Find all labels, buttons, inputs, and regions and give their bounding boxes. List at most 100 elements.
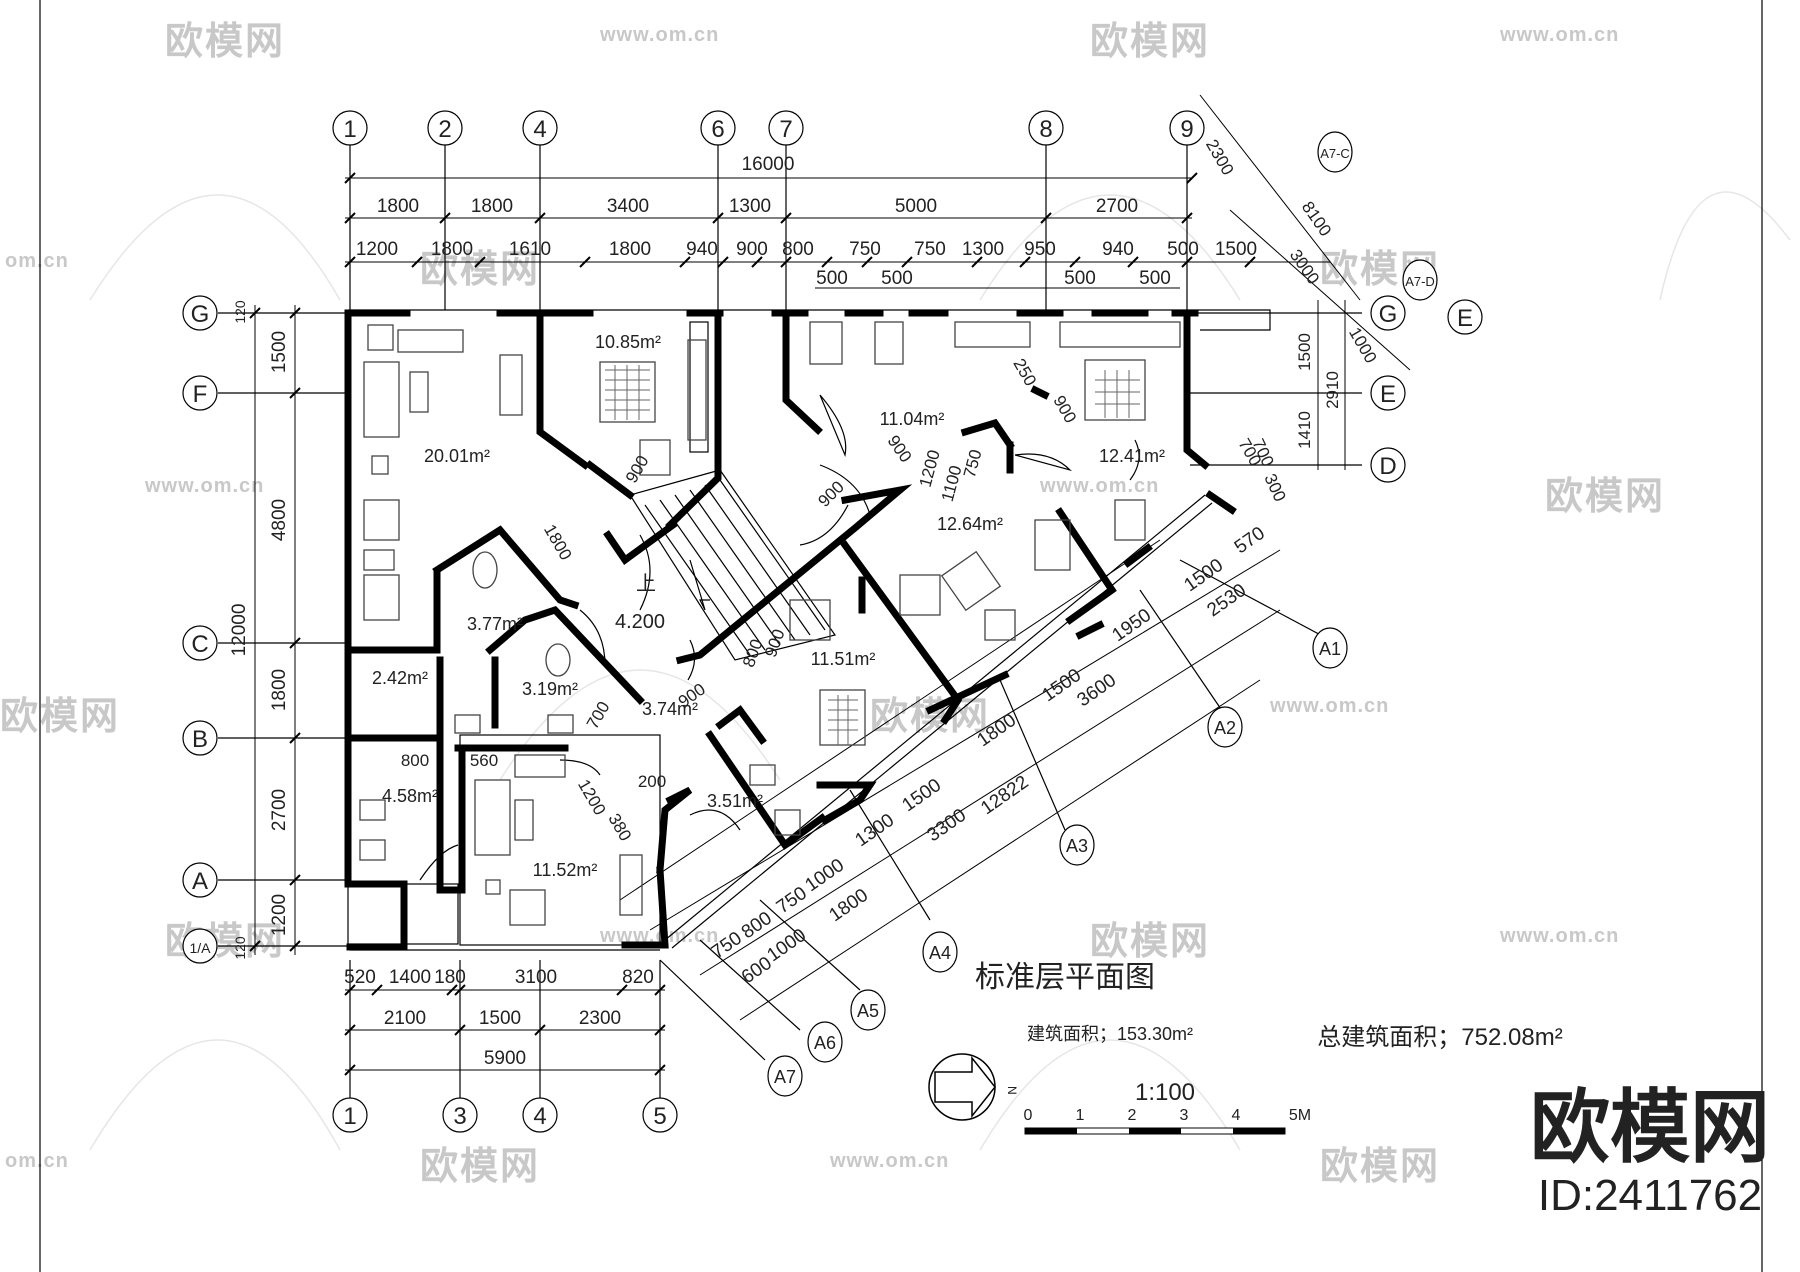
grid-label: A1 — [1319, 639, 1341, 659]
brand-id: ID:2411762 — [1537, 1171, 1763, 1220]
dim-label: 2530 — [1204, 580, 1251, 621]
north-arrow-icon — [928, 1053, 996, 1121]
dim-label: 1500 — [1181, 555, 1228, 596]
grid-label: 1 — [343, 1103, 356, 1130]
dim-label: 800 — [401, 751, 429, 770]
dims-diag — [619, 539, 1281, 1021]
dim-label: 250 — [1009, 355, 1040, 389]
elevation-label: 4.200 — [615, 611, 665, 633]
dim-label: 520 — [344, 967, 376, 988]
dim-label: 4800 — [269, 499, 290, 541]
grid-bubbles-top — [332, 110, 1205, 146]
dim-label: 500 — [1167, 239, 1199, 260]
room-area-label: 3.19m² — [522, 679, 578, 699]
scale-tick: 3 — [1180, 1107, 1189, 1124]
grid-label: E — [1380, 381, 1396, 408]
dim-label: 1800 — [974, 710, 1021, 751]
bed-hatching — [605, 365, 1140, 745]
dim-label: 750 — [773, 883, 811, 918]
grid-label: 2 — [438, 116, 451, 143]
dim-label: 500 — [1064, 268, 1096, 289]
dim-label: 1200 — [269, 894, 290, 936]
scale-tick: 1 — [1076, 1107, 1085, 1124]
dim-label: 2100 — [384, 1008, 426, 1029]
dim-label: 950 — [1024, 239, 1056, 260]
brand-logo: 欧模网 — [1530, 1083, 1770, 1172]
scale-tick: 2 — [1128, 1107, 1137, 1124]
grid-labels-top: 1 2 4 6 7 8 9 — [343, 116, 1193, 143]
dim-label: 940 — [686, 239, 718, 260]
dims-bottom-text: 520 1400 180 3100 820 2100 1500 2300 590… — [344, 967, 654, 1069]
scale-bar — [1024, 1127, 1286, 1135]
brand-block: 欧模网 ID:2411762 — [1515, 1085, 1785, 1221]
dim-label: 1500 — [269, 331, 290, 373]
grid-lines-diag — [659, 559, 1331, 1061]
dim-label: 900 — [622, 452, 653, 486]
grid-label: A5 — [857, 1001, 879, 1021]
dim-label: 1500 — [479, 1008, 521, 1029]
dims-left — [254, 305, 296, 955]
grid-label: A7 — [774, 1067, 796, 1087]
dim-label: 1410 — [1295, 411, 1314, 449]
dim-label: 8100 — [1298, 198, 1335, 240]
grid-labels-left: G F C B A 1/A — [189, 301, 211, 956]
dim-label: 750 — [708, 928, 746, 963]
dim-label: 500 — [816, 268, 848, 289]
dims-diag-text: 570 1500 2530 1950 1500 3600 1800 1500 1… — [708, 523, 1269, 988]
dim-label: 820 — [622, 967, 654, 988]
room-area-label: 3.51m² — [707, 791, 763, 811]
grid-label: B — [192, 726, 208, 753]
dim-label: 1800 — [431, 239, 473, 260]
dim-label: 16000 — [742, 154, 795, 175]
dim-label: 560 — [470, 751, 498, 770]
grid-label: 6 — [711, 116, 724, 143]
dims-right — [1199, 94, 1411, 470]
dim-label: 2700 — [269, 789, 290, 831]
dim-label: 120 — [232, 936, 248, 960]
dim-label: 750 — [849, 239, 881, 260]
grid-labels-diag: A1 A2 A3 A4 A5 A6 A7 A7-C A7-D — [774, 146, 1435, 1087]
grid-label: 5 — [653, 1103, 666, 1130]
grid-label: A3 — [1066, 836, 1088, 856]
grid-bubbles-diag — [767, 131, 1438, 1097]
dim-label: 180 — [434, 967, 466, 988]
dim-label: 300 — [1260, 471, 1289, 505]
walls — [344, 309, 1237, 951]
grid-label: F — [193, 381, 208, 408]
dim-label: 3400 — [607, 196, 649, 217]
grid-label: A7-C — [1320, 146, 1350, 161]
dim-label: 1500 — [1295, 333, 1314, 371]
dim-label: 12000 — [229, 604, 250, 657]
dim-label: 570 — [1231, 523, 1269, 558]
doors — [419, 394, 1140, 881]
scale-tick: 0 — [1024, 1107, 1033, 1124]
room-areas: 10.85m² 20.01m² 11.04m² 12.41m² 12.64m² … — [372, 332, 1165, 880]
grid-label: 4 — [533, 1103, 546, 1130]
dim-label: 1300 — [962, 239, 1004, 260]
dim-label: 1200 — [574, 776, 609, 818]
dim-label: 1400 — [389, 967, 431, 988]
grid-bubbles-right — [1370, 295, 1483, 483]
grid-label: G — [191, 301, 210, 328]
grid-label: C — [191, 631, 208, 658]
grid-lines — [218, 145, 1362, 1100]
dim-label: 940 — [1102, 239, 1134, 260]
dim-label: 2700 — [1096, 196, 1138, 217]
dim-label: 1500 — [1215, 239, 1257, 260]
dims-top — [345, 177, 1330, 289]
dim-label: 1200 — [356, 239, 398, 260]
furniture — [359, 321, 1181, 926]
grid-labels-bottom: 1 3 4 5 — [343, 1103, 666, 1130]
dim-label: 900 — [761, 627, 789, 660]
dim-label: 3100 — [515, 967, 557, 988]
dim-label: 1800 — [540, 521, 575, 563]
grid-label: 1 — [343, 116, 356, 143]
grid-label: 9 — [1180, 116, 1193, 143]
dim-label: 750 — [914, 239, 946, 260]
dim-label: 1200 — [916, 448, 944, 489]
grid-label: A7-D — [1405, 274, 1435, 289]
total-area: 总建筑面积；752.08m² — [1317, 1024, 1562, 1051]
grid-label: 4 — [533, 116, 546, 143]
grid-label: A — [192, 868, 208, 895]
